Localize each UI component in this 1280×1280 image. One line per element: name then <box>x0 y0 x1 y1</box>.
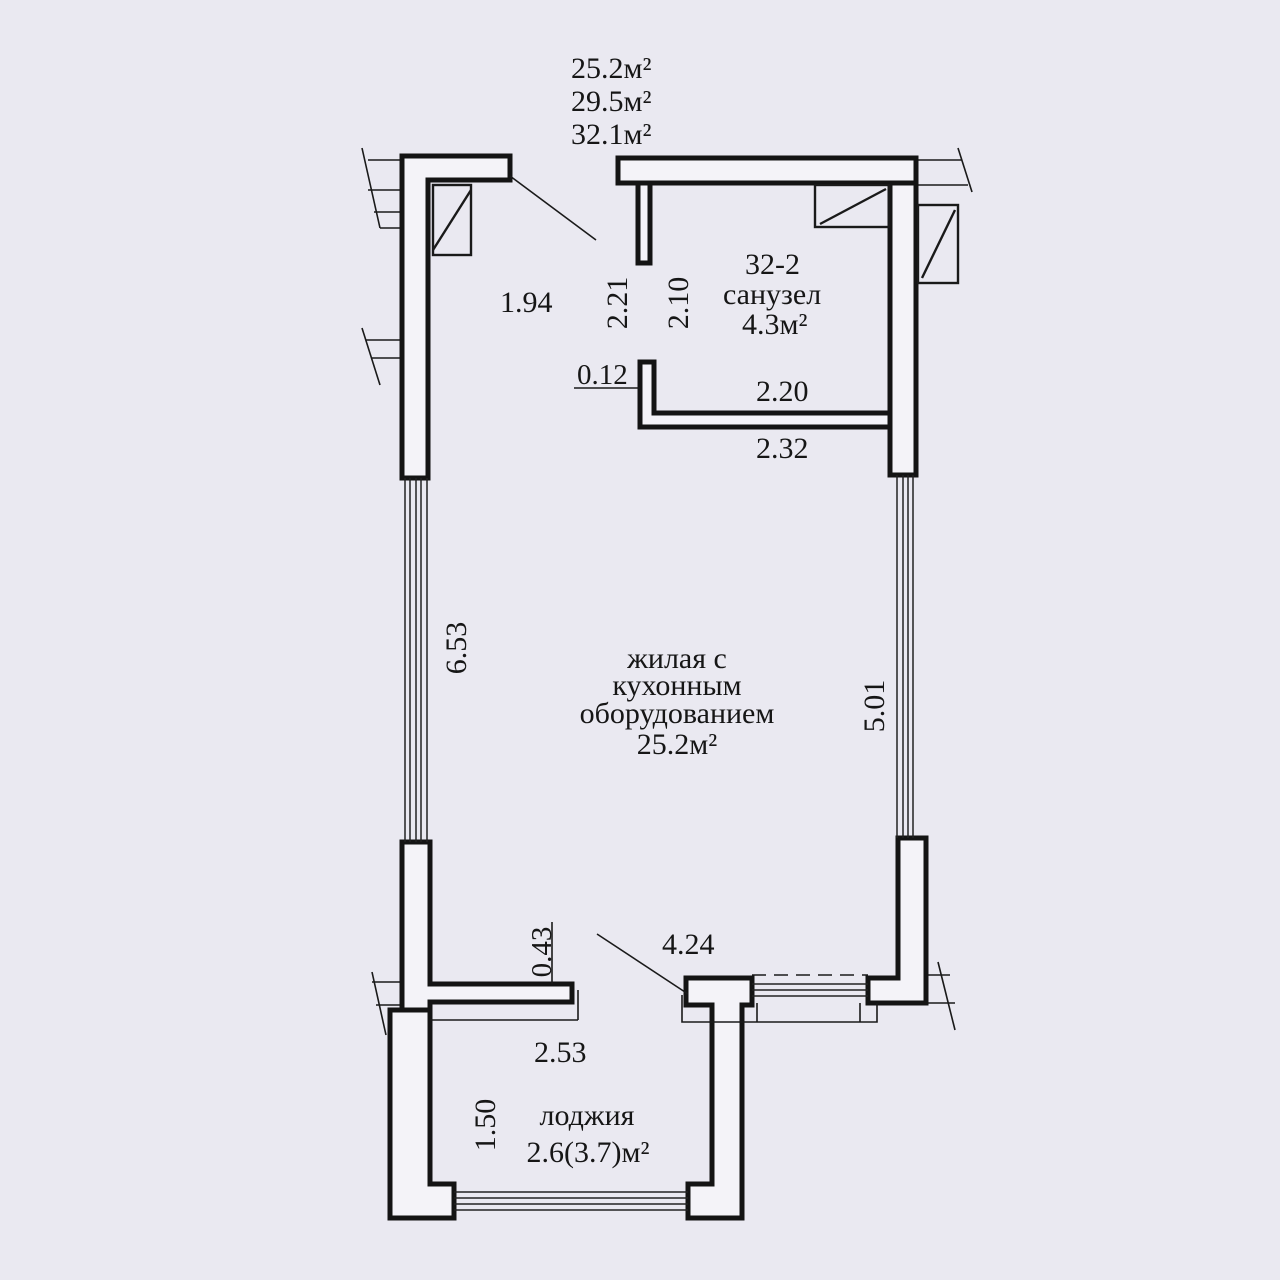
wall-top-right <box>615 155 919 186</box>
wall-top-left <box>399 153 513 481</box>
dim-1-94: 1.94 <box>500 286 553 319</box>
window-right <box>896 475 914 838</box>
living-area-total: 25.2м² <box>571 52 651 85</box>
dim-2-20: 2.20 <box>756 375 809 408</box>
dim-2-21: 2.21 <box>601 277 634 330</box>
windows <box>404 475 914 1211</box>
wall-right-lower <box>865 835 929 1006</box>
dimension-labels: 1.94 2.21 2.10 0.12 2.20 2.32 6.53 5.01 … <box>440 277 891 1152</box>
dim-0-43: 0.43 <box>526 927 558 978</box>
total-area-with-loggia: 32.1м² <box>571 118 651 151</box>
living-room-line2: кухонным <box>612 669 741 702</box>
wall-bath-stub <box>635 180 653 266</box>
window-left <box>404 478 428 842</box>
bathroom-label: 32-2 санузел 4.3м² <box>723 248 821 341</box>
bathroom-area: 4.3м² <box>742 308 807 341</box>
wall-right-upper <box>887 180 919 478</box>
dim-2-32: 2.32 <box>756 432 809 465</box>
wall-loggia-left <box>387 1007 457 1221</box>
balcony-door-glazing <box>681 974 878 1023</box>
walls <box>387 153 929 1221</box>
living-room-line1: жилая с <box>626 642 727 675</box>
loggia-name: лоджия <box>540 1099 635 1132</box>
door-swings <box>509 175 689 995</box>
vent-shaft-right <box>916 203 960 285</box>
living-room-line3: оборудованием <box>580 697 775 730</box>
loggia-area: 2.6(3.7)м² <box>527 1136 650 1169</box>
total-area: 29.5м² <box>571 85 651 118</box>
vent-shaft-left <box>431 183 473 257</box>
dim-1-50: 1.50 <box>469 1099 502 1152</box>
balcony-door-swing <box>596 933 689 995</box>
bathroom-number: 32-2 <box>745 248 800 281</box>
dim-6-53: 6.53 <box>440 622 473 675</box>
wall-left-lower <box>399 839 575 1013</box>
neighbor-wall-stubs <box>361 147 973 1036</box>
vent-shafts <box>431 183 960 285</box>
vent-shaft-bath <box>813 183 891 229</box>
living-room-label: жилая с кухонным оборудованием 25.2м² <box>580 642 775 761</box>
wall-loggia-right <box>683 975 755 1221</box>
bathroom-name: санузел <box>723 278 821 311</box>
dimension-lines <box>430 387 640 1021</box>
area-summary: 25.2м² 29.5м² 32.1м² <box>571 52 651 151</box>
loggia-label: лоджия 2.6(3.7)м² <box>527 1099 650 1169</box>
dim-2-10: 2.10 <box>662 277 695 330</box>
dim-2-53: 2.53 <box>534 1036 587 1069</box>
window-loggia <box>454 1191 688 1211</box>
dim-0-12: 0.12 <box>577 359 628 391</box>
dim-4-24: 4.24 <box>662 928 715 961</box>
dim-5-01: 5.01 <box>858 680 891 733</box>
wall-bath-partition <box>637 359 893 430</box>
entry-door-swing <box>509 175 597 241</box>
living-room-area: 25.2м² <box>637 728 717 761</box>
